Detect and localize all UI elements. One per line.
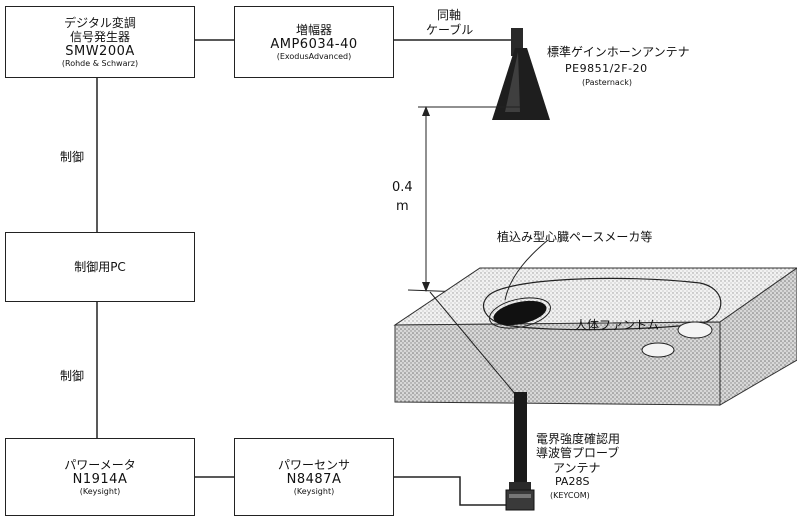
phantom-block (393, 239, 797, 406)
control-label-bottom: 制御 (60, 369, 85, 383)
power-meter-model: N1914A (72, 471, 128, 487)
amplifier-model: AMP6034-40 (270, 36, 358, 52)
power-sensor-model: N8487A (286, 471, 342, 487)
signal-generator-line1: デジタル変調 (64, 15, 136, 30)
distance-value: 0.4 (392, 180, 413, 195)
probe-maker: (KEYCOM) (550, 491, 590, 500)
horn-antenna-model: PE9851/2F-20 (565, 62, 648, 75)
distance-dimension (407, 106, 521, 295)
probe-antenna-icon (505, 392, 535, 511)
connector-sensor-probe (394, 476, 510, 506)
probe-line2: 導波管プローブ (536, 446, 620, 460)
power-sensor-line1: パワーセンサ (277, 457, 350, 472)
signal-generator-block: デジタル変調 信号発生器 SMW200A (Rohde & Schwarz) (5, 6, 195, 78)
signal-generator-model: SMW200A (65, 43, 135, 59)
probe-model: PA28S (555, 475, 590, 488)
power-meter-maker: (Keysight) (79, 486, 121, 496)
amplifier-maker: (ExodusAdvanced) (276, 51, 352, 61)
amplifier-block: 増幅器 AMP6034-40 (ExodusAdvanced) (234, 6, 394, 78)
signal-generator-maker: (Rohde & Schwarz) (61, 58, 139, 68)
control-label-top: 制御 (60, 150, 85, 164)
power-sensor-block: パワーセンサ N8487A (Keysight) (234, 438, 394, 516)
control-pc-block: 制御用PC (5, 232, 195, 302)
horn-antenna-maker: (Pasternack) (582, 78, 632, 87)
coax-label-line1: 同軸 (437, 8, 462, 22)
distance-unit: m (396, 199, 409, 214)
probe-line1: 電界強度確認用 (536, 432, 621, 446)
power-sensor-maker: (Keysight) (293, 486, 335, 496)
amplifier-line1: 増幅器 (295, 22, 332, 37)
pacemaker-label: 植込み型心臓ペースメーカ等 (497, 230, 653, 244)
signal-generator-line2: 信号発生器 (69, 29, 130, 44)
power-meter-block: パワーメータ N1914A (Keysight) (5, 438, 195, 516)
control-pc-label: 制御用PC (74, 260, 126, 274)
coax-label-line2: ケーブル (426, 23, 474, 37)
power-meter-line1: パワーメータ (64, 457, 136, 472)
horn-antenna-name: 標準ゲインホーンアンテナ (547, 45, 690, 59)
horn-antenna-icon (492, 28, 550, 120)
probe-line3: アンテナ (553, 461, 601, 475)
phantom-label: 人体ファントム (575, 318, 660, 332)
